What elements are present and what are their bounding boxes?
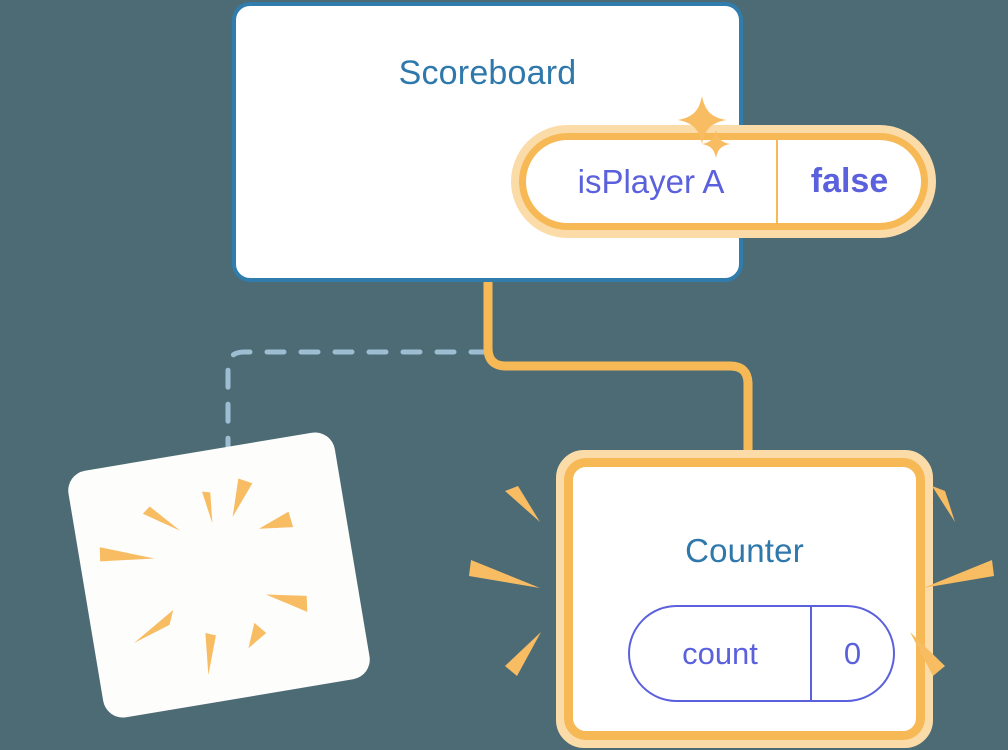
dashed-connector-to-blank-card [225,349,491,473]
scoreboard-title: Scoreboard [398,54,577,92]
state-key-label: count [682,635,758,671]
state-value-label: 0 [843,635,862,671]
pill-highlight-halo [511,125,936,238]
scoreboard-state-pill[interactable]: isPlayer A false [511,125,936,238]
state-key-label: isPlayer A [577,162,725,200]
solid-connector-to-counter [483,282,753,470]
scoreboard-component-card[interactable]: Scoreboard isPlayer A false [232,2,936,282]
pill-divider [776,140,778,223]
state-value-label: false [810,162,889,200]
counter-highlight-halo [556,450,933,748]
pill-highlight-ring: isPlayer A false [519,133,928,230]
counter-title: Counter [685,532,804,569]
counter-state-pill[interactable]: count 0 [628,605,895,702]
pill-divider [810,607,812,700]
counter-component-card[interactable]: Counter count 0 [556,450,933,748]
sparkle-small-icon [702,130,730,158]
sparkle-large-icon [678,96,726,144]
counter-highlight-ring: Counter count 0 [564,458,925,740]
blank-component-card[interactable] [65,429,373,721]
